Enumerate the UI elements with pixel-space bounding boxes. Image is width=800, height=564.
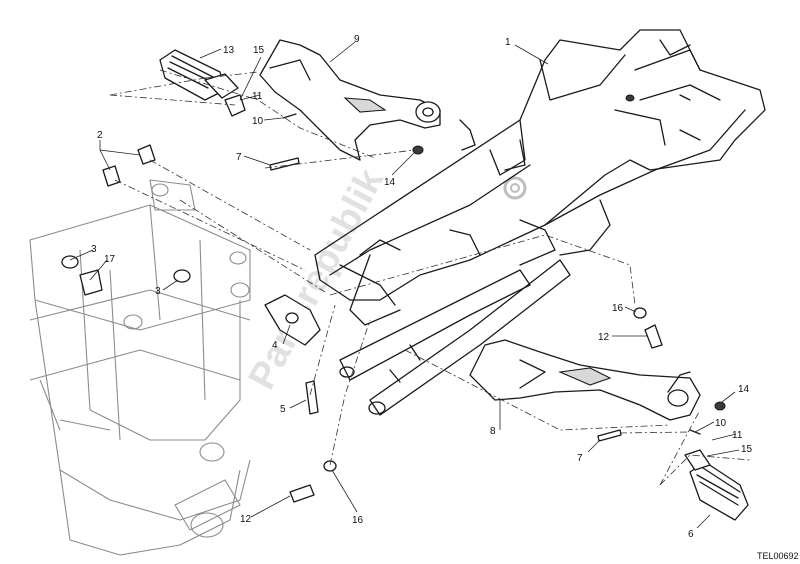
callout-5: 5 xyxy=(280,404,286,415)
bolt-12-right xyxy=(644,324,663,349)
spacer-17 xyxy=(79,269,103,296)
callout-16b: 16 xyxy=(612,303,624,314)
callout-2: 2 xyxy=(97,130,103,141)
pin-right xyxy=(597,429,622,442)
assembly-lines xyxy=(109,69,751,486)
callout-13: 13 xyxy=(223,45,235,56)
callout-1: 1 xyxy=(505,37,511,48)
callout-10a: 10 xyxy=(252,116,264,127)
callout-14b: 14 xyxy=(738,384,750,395)
passenger-bracket xyxy=(264,294,321,346)
washer-16-right xyxy=(633,307,647,319)
washer-16-lower xyxy=(323,460,337,472)
callouts: 1 2 3 3 4 5 6 7 7 8 9 10 10 11 11 12 12 … xyxy=(91,34,753,540)
callout-3b: 3 xyxy=(155,286,161,297)
callout-11b: 11 xyxy=(732,430,743,441)
main-frame xyxy=(29,179,251,556)
pin-top xyxy=(269,157,300,171)
callout-6: 6 xyxy=(688,529,694,540)
screw-top xyxy=(282,113,297,119)
callout-7a: 7 xyxy=(236,152,242,163)
watermark-text: Partsrepublik xyxy=(241,161,393,396)
callout-10b: 10 xyxy=(715,418,727,429)
callout-16a: 16 xyxy=(352,515,364,526)
callout-8: 8 xyxy=(490,426,496,437)
bolt-2b xyxy=(102,165,121,187)
callout-12b: 12 xyxy=(598,332,610,343)
callout-9: 9 xyxy=(354,34,360,45)
left-footpeg xyxy=(159,49,239,101)
callout-12a: 12 xyxy=(240,514,252,525)
left-footpeg-bracket xyxy=(259,39,441,161)
bushing-3a xyxy=(61,255,79,269)
spacer-top xyxy=(224,94,246,117)
callout-15a: 15 xyxy=(253,45,265,56)
bolt-12-lower xyxy=(289,484,315,503)
callout-7b: 7 xyxy=(577,453,583,464)
callout-4: 4 xyxy=(272,340,278,351)
subframe-nut xyxy=(625,94,635,102)
bolt-2a xyxy=(137,144,156,165)
callout-17: 17 xyxy=(104,254,116,265)
callout-15b: 15 xyxy=(741,444,753,455)
rear-subframe xyxy=(314,29,766,326)
hardware xyxy=(61,94,726,503)
nut-right xyxy=(714,401,726,411)
callout-3a: 3 xyxy=(91,244,97,255)
leader-lines xyxy=(69,41,740,529)
callout-11a: 11 xyxy=(252,91,263,102)
right-footpeg xyxy=(684,449,749,521)
nut-top xyxy=(412,145,424,155)
drawing-code: TEL00692 xyxy=(757,551,799,561)
bolt-5 xyxy=(305,380,319,415)
bushing-3b xyxy=(173,269,191,283)
watermark-gear-icon xyxy=(503,176,527,200)
left-lower-strut xyxy=(339,259,571,416)
right-footpeg-bracket xyxy=(469,339,701,421)
callout-14a: 14 xyxy=(384,177,396,188)
